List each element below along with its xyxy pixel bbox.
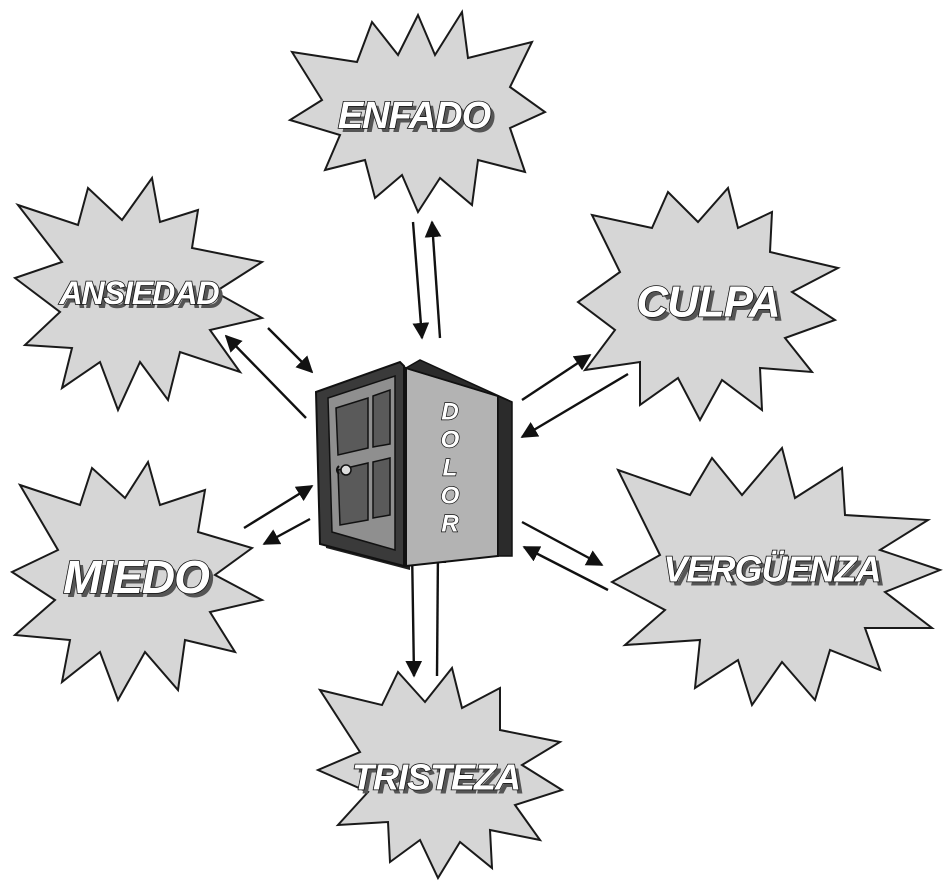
burst-culpa: CULPA CULPA <box>576 185 841 423</box>
burst-tristeza-label-shadow: TRISTEZA <box>356 761 524 802</box>
arrow-verguenza-in <box>522 545 609 592</box>
burst-ansiedad-label-shadow: ANSIEDAD <box>62 279 223 315</box>
arrow-tristeza-out <box>429 546 447 677</box>
burst-enfado: ENFADO ENFADO <box>287 9 547 215</box>
burst-enfado-label-shadow: ENFADO <box>342 99 495 141</box>
door-letter-d: D <box>441 399 458 426</box>
door-letter-r: R <box>441 511 459 538</box>
burst-tristeza-shape <box>315 665 565 881</box>
arrow-culpa-in <box>520 372 629 439</box>
burst-verguenza-shape <box>609 445 943 708</box>
arrow-miedo-out <box>262 517 311 546</box>
arrow-tristeza-in <box>405 547 423 678</box>
burst-miedo-label: MIEDO <box>63 551 210 603</box>
arrow-enfado-in <box>411 221 430 340</box>
burst-verguenza-label-shadow: VERGÜENZA <box>667 553 884 594</box>
burst-miedo-shape <box>9 459 265 703</box>
burst-ansiedad-label: ANSIEDAD <box>58 275 219 311</box>
arrow-ansiedad-out <box>224 334 307 419</box>
arrow-ansiedad-in <box>267 327 314 374</box>
burst-tristeza-label: TRISTEZA <box>352 757 520 798</box>
burst-enfado-shape <box>287 9 547 215</box>
arrow-verguenza-out <box>521 520 604 567</box>
burst-ansiedad: ANSIEDAD ANSIEDAD <box>12 175 265 413</box>
door-letter-l: L <box>443 455 458 482</box>
burst-enfado-label: ENFADO <box>338 95 491 137</box>
arrows <box>224 220 629 678</box>
door-letter-o2: O <box>441 483 460 510</box>
burst-verguenza: VERGÜENZA VERGÜENZA <box>609 445 943 708</box>
arrow-miedo-in <box>243 484 314 530</box>
burst-tristeza: TRISTEZA TRISTEZA <box>315 665 565 881</box>
arrow-enfado-out <box>424 220 442 339</box>
burst-verguenza-label: VERGÜENZA <box>663 549 880 590</box>
burst-ansiedad-shape <box>12 175 265 413</box>
door-letter-o1: O <box>441 427 460 454</box>
arrow-culpa-out <box>521 353 592 402</box>
open-door-icon: D O L O R <box>314 359 513 570</box>
burst-culpa-label-shadow: CULPA <box>640 282 783 331</box>
burst-miedo: MIEDO MIEDO <box>9 459 265 703</box>
burst-miedo-label-shadow: MIEDO <box>67 555 214 607</box>
burst-culpa-label: CULPA <box>636 278 779 327</box>
